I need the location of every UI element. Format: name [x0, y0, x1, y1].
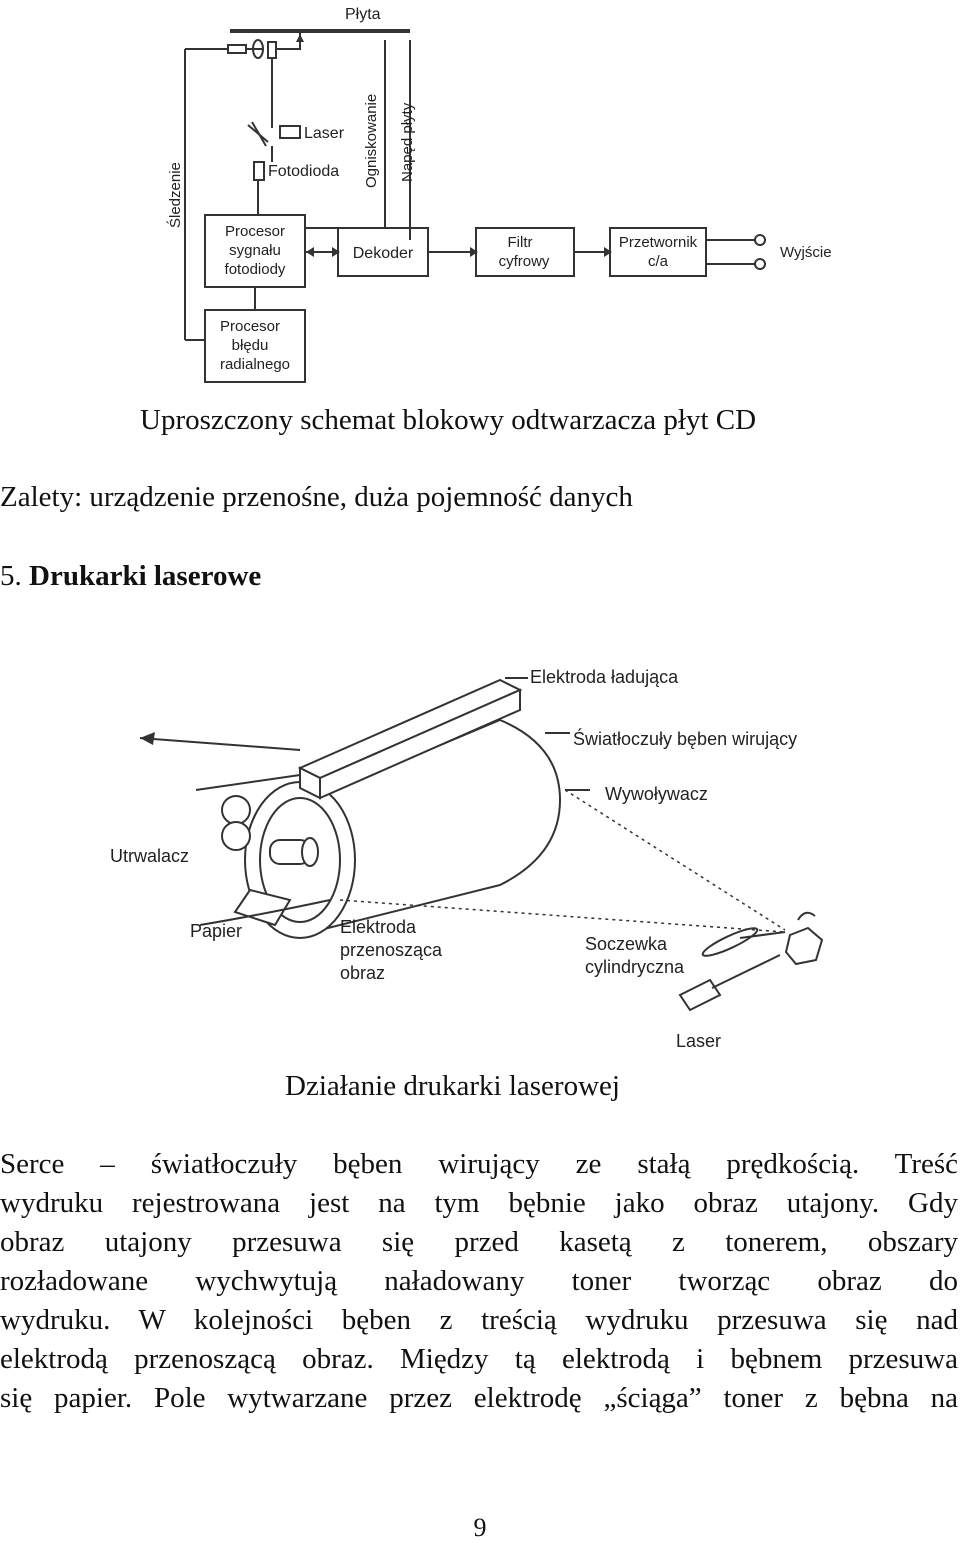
laser-label: Laser: [304, 125, 345, 142]
paragraph-line-3: obraz utajony przesuwa się przed kasetą …: [0, 1226, 958, 1258]
paragraph-line-6: elektrodą przenoszącą obraz. Między tą e…: [0, 1343, 958, 1375]
dekoder-label: Dekoder: [353, 245, 414, 262]
elektroda-przen-line2: przenosząca: [340, 940, 443, 960]
filtr-line1: Filtr: [508, 234, 533, 251]
laser-printer-diagram: Elektroda ładująca Światłoczuły bęben wi…: [0, 650, 960, 1060]
wywolywacz-label: Wywoływacz: [605, 784, 708, 804]
plyta-label: Płyta: [345, 6, 381, 23]
proc-bledu-line3: radialnego: [220, 356, 290, 373]
paragraph-line-5: wydruku. W kolejności bęben z treścią wy…: [0, 1304, 958, 1336]
filtr-line2: cyfrowy: [499, 253, 550, 270]
body-paragraph: Serce – światłoczuły bęben wirujący ze s…: [0, 1145, 958, 1418]
proc-bledu-line1: Procesor: [220, 318, 280, 335]
proc-bledu-line2: błędu: [232, 337, 269, 354]
section-number: 5.: [0, 560, 22, 592]
elektroda-przen-line3: obraz: [340, 963, 385, 983]
page-number: 9: [473, 1513, 487, 1542]
ogniskowanie-label: Ogniskowanie: [363, 94, 380, 188]
elektroda-ladujaca-label: Elektroda ładująca: [530, 667, 679, 687]
proc-syg-line2: sygnału: [229, 242, 281, 259]
przetwornik-line1: Przetwornik: [619, 234, 698, 251]
papier-label: Papier: [190, 921, 242, 941]
fotodioda-label: Fotodioda: [268, 163, 339, 180]
section-title: Drukarki laserowe: [29, 560, 262, 592]
laser-diagram-svg: Elektroda ładująca Światłoczuły bęben wi…: [110, 667, 824, 1051]
paragraph-line-1: Serce – światłoczuły bęben wirujący ze s…: [0, 1148, 958, 1180]
zalety-line: Zalety: urządzenie przenośne, duża pojem…: [0, 481, 633, 513]
naped-label: Napęd płyty: [399, 102, 416, 182]
section-heading: 5. Drukarki laserowe: [0, 560, 261, 593]
cd-block-diagram: Płyta Laser Fotodioda Śledzenie Ogniskow…: [0, 0, 960, 400]
sledzenie-label: Śledzenie: [166, 162, 184, 228]
elektroda-przen-line1: Elektroda: [340, 917, 417, 937]
laser-printer-laser-label: Laser: [676, 1031, 721, 1051]
caption-cd: Uproszczony schemat blokowy odtwarzacza …: [140, 404, 757, 436]
paragraph-line-2: wydruku rejestrowana jest na tym bębnie …: [0, 1187, 958, 1219]
utrwalacz-label: Utrwalacz: [110, 846, 189, 866]
cd-diagram-svg: Płyta Laser Fotodioda Śledzenie Ogniskow…: [166, 6, 832, 383]
przetwornik-line2: c/a: [648, 253, 669, 270]
paragraph-line-4: rozładowane wychwytują naładowany toner …: [0, 1265, 958, 1297]
paragraph-line-7: się papier. Pole wytwarzane przez elektr…: [0, 1382, 958, 1414]
soczewka-line2: cylindryczna: [585, 957, 685, 977]
proc-syg-line3: fotodiody: [225, 261, 286, 278]
caption-laser: Działanie drukarki laserowej: [285, 1070, 620, 1102]
soczewka-line1: Soczewka: [585, 934, 668, 954]
proc-syg-line1: Procesor: [225, 223, 285, 240]
wyjscie-label: Wyjście: [780, 244, 832, 261]
beben-label: Światłoczuły bęben wirujący: [573, 728, 797, 749]
